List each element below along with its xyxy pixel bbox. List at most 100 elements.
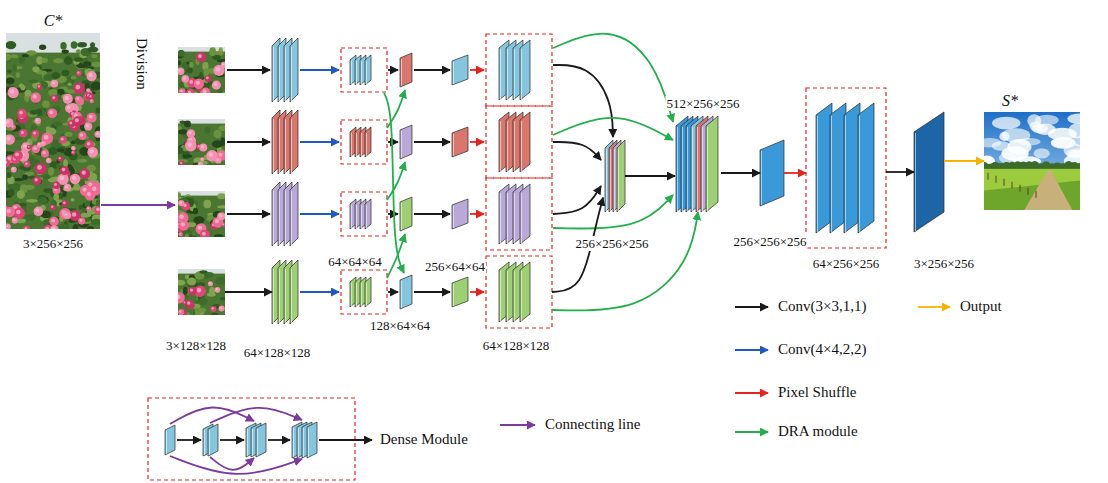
slab-highlight: [702, 127, 703, 211]
connector-arrow: [784, 172, 806, 174]
legend-label: Conv(4×4,2,2): [778, 341, 866, 358]
flow-arrow: [300, 213, 339, 215]
flow-arrow: [387, 90, 405, 128]
slab-highlight: [682, 127, 683, 211]
tensor-slab: [290, 110, 298, 174]
dimension-label: 64×256×256: [812, 256, 881, 271]
flow-arrow: [177, 439, 201, 441]
flow-arrow: [470, 69, 484, 71]
tensor-slab: [307, 422, 317, 458]
tensor-slab: [272, 182, 280, 246]
slab-highlight: [366, 283, 367, 306]
tensor-slab: [452, 127, 468, 157]
tensor-slab: [350, 55, 356, 85]
tensor-slab: [284, 260, 292, 324]
dimension-label: 256×64×64: [424, 259, 486, 274]
slab-highlight: [514, 121, 515, 171]
tensor-slab: [520, 112, 530, 172]
tensor-slab: [506, 112, 516, 172]
slab-highlight: [285, 269, 286, 323]
slab-highlight: [361, 61, 362, 84]
tensor-slab: [355, 277, 361, 307]
tensor-slab: [400, 53, 412, 87]
tensor-slab: [365, 277, 371, 307]
tensor-slab: [506, 40, 516, 100]
slab-highlight: [507, 271, 508, 321]
dimension-label: 3×128×128: [165, 338, 227, 353]
slab-highlight: [293, 428, 294, 457]
slab-highlight: [273, 269, 274, 323]
legend-label: Conv(3×3,1,1): [778, 298, 866, 315]
dimension-label: 3×256×256: [22, 236, 84, 251]
tensor-slab: [355, 199, 361, 229]
dashed-frame: [341, 120, 387, 164]
slab-highlight: [257, 429, 258, 456]
tensor-block: 256×64×64: [452, 199, 468, 229]
slab-highlight: [514, 49, 515, 99]
flow-arrow: [388, 141, 398, 143]
slab-highlight: [361, 205, 362, 228]
tensor-slab: [278, 182, 286, 246]
connector-arrow: [944, 160, 984, 162]
tensor-slab: [760, 140, 784, 206]
legend-label: DRA module: [778, 423, 858, 440]
slab-highlight: [606, 149, 607, 211]
tensor-slab: [203, 424, 213, 456]
dimension-label: 64×128×128: [243, 345, 312, 360]
slab-highlight: [291, 269, 292, 323]
slab-highlight: [521, 271, 522, 321]
rose-photo: [178, 269, 225, 315]
tensor-slab: [302, 422, 312, 458]
annotation: Division: [133, 38, 150, 90]
slab-highlight: [500, 49, 501, 99]
tensor-slab: [499, 40, 509, 100]
slab-highlight: [507, 121, 508, 171]
slab-highlight: [453, 284, 454, 306]
slab-highlight: [351, 61, 352, 84]
dimension-label: 256×256×256: [732, 234, 807, 249]
connector-arrow: [552, 212, 698, 311]
tensor-slab: [513, 262, 523, 322]
flow-arrow: [388, 69, 398, 71]
legend-arrow-sample: [735, 349, 768, 351]
slab-highlight: [687, 127, 688, 211]
tensor-slab: [297, 422, 307, 458]
slab-highlight: [279, 119, 280, 173]
legend-arrow-sample: [735, 431, 768, 433]
slab-highlight: [521, 193, 522, 243]
tensor-slab: [284, 38, 292, 102]
slab-highlight: [453, 134, 454, 156]
flow-arrow: [553, 195, 673, 229]
tensor-slab: [365, 199, 371, 229]
slab-highlight: [351, 133, 352, 156]
dashed-frame: [806, 88, 886, 248]
flow-arrow: [384, 93, 404, 273]
slab-highlight: [308, 428, 309, 457]
flow-arrow: [553, 186, 601, 214]
slab-highlight: [761, 151, 762, 205]
slab-highlight: [521, 49, 522, 99]
slab-highlight: [692, 127, 693, 211]
image-patch: 3×128×128: [178, 269, 225, 315]
tensor-slab: [520, 40, 530, 100]
tensor-slab: [360, 277, 366, 307]
flow-arrow: [414, 69, 450, 71]
slab-highlight: [209, 430, 210, 455]
slab-highlight: [507, 193, 508, 243]
flow-arrow: [300, 141, 339, 143]
concat-block: 512×256×256: [675, 116, 721, 212]
slab-highlight: [361, 133, 362, 156]
flow-arrow: [300, 69, 339, 71]
tensor-slab: [272, 110, 280, 174]
tensor-block: 128×64×64: [400, 275, 412, 309]
tensor-slab: [701, 116, 713, 212]
slab-highlight: [521, 121, 522, 171]
flow-arrow: [387, 162, 405, 200]
flow-arrow: [388, 213, 398, 215]
tensor-slab: [513, 184, 523, 244]
output-image: S*: [984, 112, 1080, 210]
slab-highlight: [610, 149, 611, 211]
tensor-slab: [605, 140, 613, 212]
slab-highlight: [247, 429, 248, 456]
